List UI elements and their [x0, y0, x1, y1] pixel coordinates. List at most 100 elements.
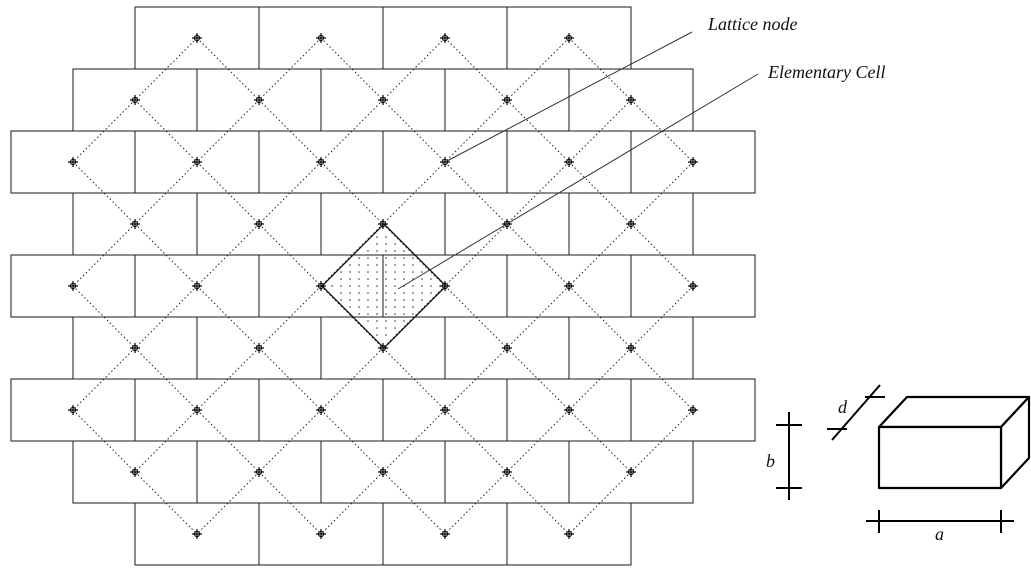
- lattice-link: [444, 37, 508, 101]
- cell-stipple-dot: [376, 264, 378, 266]
- cell-stipple-dot: [376, 257, 378, 259]
- lattice-link: [134, 99, 198, 163]
- lattice-link: [134, 285, 198, 349]
- lattice-link: [196, 409, 260, 473]
- cell-stipple-dot: [385, 334, 387, 336]
- cell-stipple-dot: [358, 264, 360, 266]
- lattice-link: [320, 285, 384, 349]
- lattice-link: [444, 161, 508, 225]
- lattice-node-marker: [626, 95, 636, 105]
- lattice-node-marker: [316, 405, 326, 415]
- lattice-node-marker: [440, 405, 450, 415]
- lattice-link: [258, 99, 322, 163]
- cell-stipple-dot: [385, 257, 387, 259]
- lattice-grid: [72, 37, 694, 535]
- lattice-link: [320, 161, 384, 225]
- cell-stipple-dot: [421, 278, 423, 280]
- lattice-node-marker: [378, 219, 388, 229]
- cell-stipple-dot: [376, 271, 378, 273]
- lattice-link: [568, 99, 632, 163]
- cell-stipple-dot: [403, 320, 405, 322]
- cell-stipple-dot: [412, 257, 414, 259]
- lattice-node-marker: [192, 405, 202, 415]
- lattice-node-marker: [130, 343, 140, 353]
- lattice-node-marker: [502, 343, 512, 353]
- lattice-node-marker: [254, 343, 264, 353]
- cell-stipple-dot: [394, 271, 396, 273]
- cell-stipple-dot: [376, 306, 378, 308]
- lattice-link: [568, 285, 632, 349]
- cell-stipple-dot: [340, 285, 342, 287]
- lattice-link: [630, 347, 694, 411]
- lattice-link: [568, 161, 632, 225]
- lattice-link: [320, 37, 384, 101]
- elementary-cell-leader: [397, 73, 759, 290]
- lattice-link: [196, 99, 260, 163]
- cell-stipple-dot: [385, 264, 387, 266]
- cell-stipple-dot: [403, 264, 405, 266]
- cell-stipple-dot: [349, 285, 351, 287]
- lattice-link: [568, 37, 632, 101]
- lattice-node-marker: [192, 529, 202, 539]
- lattice-node-marker: [378, 343, 388, 353]
- lattice-link: [320, 409, 384, 473]
- cell-stipple-dot: [412, 299, 414, 301]
- cell-stipple-dot: [376, 236, 378, 238]
- lattice-node-marker: [626, 467, 636, 477]
- cell-stipple-dot: [394, 285, 396, 287]
- lattice-link: [506, 37, 570, 101]
- lattice-link: [444, 223, 508, 287]
- cell-stipple-dot: [412, 285, 414, 287]
- cell-stipple-dot: [394, 299, 396, 301]
- cell-stipple-dot: [430, 278, 432, 280]
- lattice-node-marker: [564, 33, 574, 43]
- dim-a-label: a: [935, 524, 944, 544]
- cell-stipple-dot: [349, 299, 351, 301]
- lattice-node-marker: [130, 219, 140, 229]
- lattice-link: [506, 471, 570, 535]
- lattice-node-marker: [688, 405, 698, 415]
- lattice-node-marker: [626, 343, 636, 353]
- cell-stipple-dot: [403, 250, 405, 252]
- lattice-node-marker: [254, 219, 264, 229]
- lattice-link: [568, 409, 632, 473]
- cell-stipple-dot: [349, 264, 351, 266]
- lattice-node-marker: [130, 467, 140, 477]
- cell-stipple-dot: [385, 306, 387, 308]
- lattice-link: [196, 347, 260, 411]
- lattice-node-marker: [688, 157, 698, 167]
- cell-stipple-dot: [394, 264, 396, 266]
- cell-stipple-dot: [367, 285, 369, 287]
- cell-stipple-dot: [358, 299, 360, 301]
- lattice-node-marker: [68, 281, 78, 291]
- lattice-node-marker: [130, 95, 140, 105]
- lattice-link: [382, 99, 446, 163]
- lattice-node-marker: [316, 33, 326, 43]
- cell-stipple-dot: [394, 257, 396, 259]
- lattice-link: [134, 223, 198, 287]
- cell-stipple-dot: [367, 264, 369, 266]
- cell-stipple-dot: [349, 271, 351, 273]
- lattice-link: [630, 409, 694, 473]
- cell-stipple-dot: [394, 320, 396, 322]
- lattice-node-marker: [378, 467, 388, 477]
- cell-stipple-dot: [403, 271, 405, 273]
- lattice-link: [196, 223, 260, 287]
- cell-stipple-dot: [403, 257, 405, 259]
- lattice-link: [506, 347, 570, 411]
- cell-stipple-dot: [403, 306, 405, 308]
- cell-stipple-dot: [331, 285, 333, 287]
- lattice-link: [506, 161, 570, 225]
- cell-stipple-dot: [421, 285, 423, 287]
- lattice-link: [506, 285, 570, 349]
- lattice-node-marker: [254, 467, 264, 477]
- lattice-node-marker: [316, 281, 326, 291]
- cell-stipple-dot: [412, 264, 414, 266]
- lattice-node-marker: [440, 33, 450, 43]
- lattice-link: [382, 471, 446, 535]
- lattice-link: [382, 409, 446, 473]
- elementary-cell-hatch: [331, 236, 441, 336]
- cell-stipple-dot: [367, 292, 369, 294]
- cell-stipple-dot: [367, 250, 369, 252]
- cell-stipple-dot: [358, 313, 360, 315]
